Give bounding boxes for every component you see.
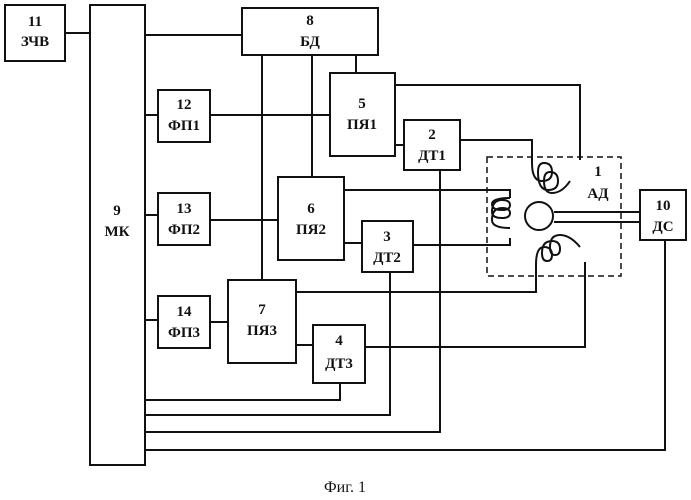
block-number: 7 [258,302,266,318]
block-number: 12 [177,97,192,113]
block-label: ЗЧВ [21,34,49,50]
block-label: ФП3 [168,325,200,341]
rotor-circle [525,202,553,230]
block-fp1: 12 ФП1 [158,90,210,142]
block-label: ДТ2 [373,250,401,266]
block-label: ДС [652,219,673,235]
block-label: ФП1 [168,118,200,134]
block-ds: 10 ДС [640,190,686,240]
block-number: 10 [656,198,671,214]
block-pya1: 5 ПЯ1 [330,73,395,156]
block-dt1: 2 ДТ1 [404,120,460,170]
block-label: ФП2 [168,222,200,238]
block-number: 6 [307,201,315,217]
block-number: 13 [177,201,192,217]
block-label: ДТ3 [325,356,353,372]
wire-dt3-coil3 [365,262,585,347]
block-mk: 9 МК [90,5,145,465]
block-number: 14 [177,304,193,320]
block-label: ПЯ1 [347,117,377,133]
wire-dt3-mk [145,383,340,400]
block-label: ПЯ3 [247,323,277,339]
coil-2 [492,198,510,228]
block-number: 11 [28,14,42,30]
block-pya3: 7 ПЯ3 [228,280,296,363]
block-label: БД [300,34,320,50]
wire-pya3-coil3 [296,265,536,292]
block-fp2: 13 ФП2 [158,193,210,245]
block-bd: 8 БД [242,8,378,55]
block-label: ПЯ2 [296,222,326,238]
block-number: 4 [335,333,343,349]
block-number: 2 [428,127,436,143]
block-fp3: 14 ФП3 [158,296,210,348]
coil-1 [532,163,570,193]
block-number: 3 [383,229,391,245]
motor-label: АД [587,186,609,202]
block-label: МК [104,224,129,240]
block-zchv: 11 ЗЧВ [5,5,65,61]
wire-dt2-coil2 [413,238,510,245]
blocks: 11 ЗЧВ 8 БД 9 МК 12 ФП1 13 ФП2 14 ФП3 [5,5,686,465]
block-number: 5 [358,96,366,112]
block-number: 8 [306,13,314,29]
coil-3 [536,235,580,265]
figure-caption: Фиг. 1 [324,479,366,496]
block-dt2: 3 ДТ2 [362,221,413,272]
block-label: ДТ1 [418,148,446,164]
motor-shaft [554,212,640,222]
motor-number: 1 [594,164,602,180]
wire-dt1-coil1 [460,140,532,163]
block-dt3: 4 ДТ3 [313,325,365,383]
wire-pya2-coil2 [344,190,510,198]
block-pya2: 6 ПЯ2 [278,177,344,260]
block-number: 9 [113,203,121,219]
